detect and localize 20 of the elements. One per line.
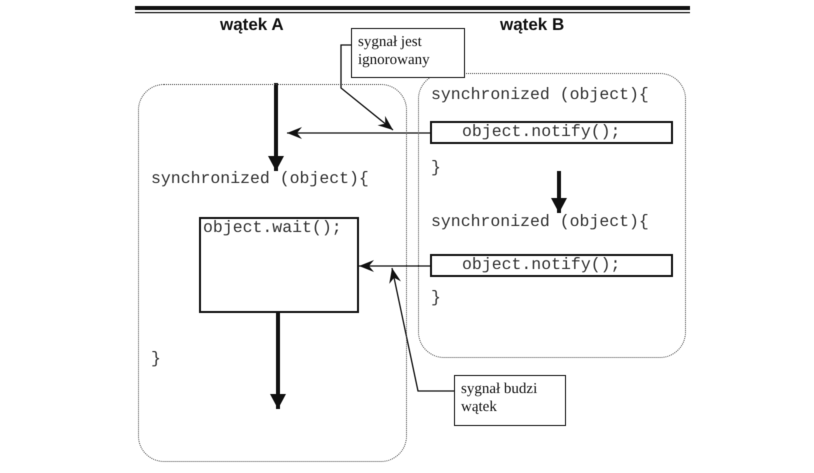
code-line: synchronized (object){ — [151, 170, 373, 188]
arrow — [287, 127, 430, 139]
callout-box: sygnał budzi wątek — [454, 375, 566, 426]
code-line: } — [431, 159, 442, 177]
callout-box: sygnał jest ignorowany — [351, 28, 465, 78]
arrow — [270, 313, 286, 409]
leader-line — [340, 44, 394, 130]
code-line: } — [431, 289, 442, 307]
code-line: synchronized (object){ — [431, 213, 653, 231]
arrow — [268, 83, 284, 171]
code-block: object.wait(); — [199, 217, 359, 313]
code-statement-box: object.notify(); — [430, 121, 673, 144]
arrow — [551, 171, 567, 213]
arrow — [359, 260, 430, 272]
thread-heading: wątek B — [500, 15, 564, 35]
code-line: synchronized (object){ — [431, 86, 653, 104]
code-statement-box: object.notify(); — [430, 254, 673, 277]
thread-heading: wątek A — [220, 15, 284, 35]
code-line: } — [151, 350, 162, 368]
leader-line — [389, 268, 454, 392]
